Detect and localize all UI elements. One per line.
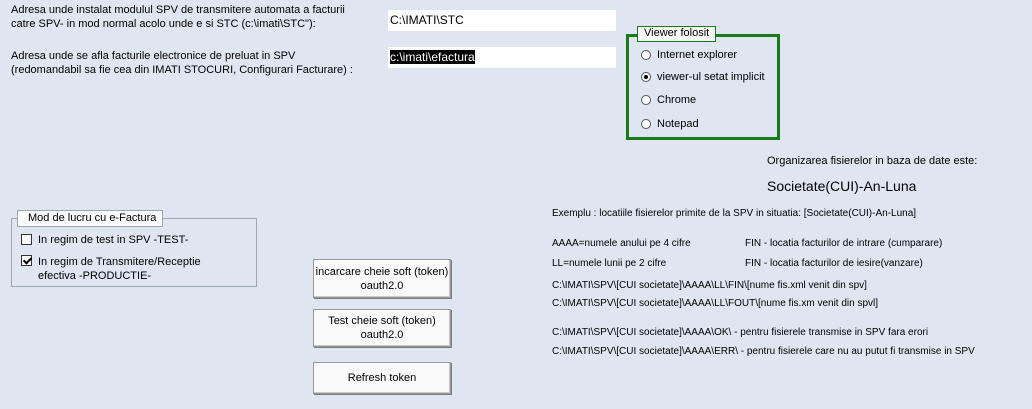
viewer-option-internet-explorer[interactable]: Internet explorer: [641, 47, 737, 63]
legend-aaaa: AAAA=numele anului pe 4 cifre: [552, 238, 691, 249]
invoices-path-input[interactable]: c:\imati\efactura: [388, 47, 616, 68]
path-fout: C:\IMATI\SPV\[CUI societate]\AAAA\LL\FOU…: [552, 298, 879, 309]
stc-path-label: Adresa unde instalat modulul SPV de tran…: [11, 4, 345, 30]
example-text: Exemplu : locatiile fisierelor primite d…: [552, 208, 917, 219]
viewer-option-label: viewer-ul setat implicit: [657, 71, 765, 83]
viewer-group-title: Viewer folosit: [637, 26, 717, 42]
radio-icon: [641, 119, 651, 129]
test-token-button-label: Test cheie soft (token) oauth2.0: [328, 315, 436, 341]
radio-selected-icon: [641, 72, 651, 82]
load-token-button[interactable]: incarcare cheie soft (token) oauth2.0: [313, 259, 451, 298]
path-fin: C:\IMATI\SPV\[CUI societate]\AAAA\LL\FIN…: [552, 280, 867, 291]
viewer-option-label: Chrome: [657, 94, 697, 106]
legend-fout: FIN - locatia facturilor de iesire(vanza…: [745, 258, 923, 269]
invoices-path-label: Adresa unde se afla facturile electronic…: [11, 50, 353, 76]
checkbox-checked-icon: [21, 255, 32, 266]
checkbox-icon: [21, 234, 32, 245]
production-mode-label: In regim de Transmitere/Receptie efectiv…: [38, 256, 201, 282]
legend-ll: LL=numele lunii pe 2 cifre: [552, 258, 667, 269]
path-err: C:\IMATI\SPV\[CUI societate]\AAAA\ERR\ -…: [552, 346, 975, 357]
refresh-token-button[interactable]: Refresh token: [313, 362, 451, 394]
radio-icon: [641, 95, 651, 105]
viewer-option-label: Internet explorer: [657, 49, 738, 61]
radio-icon: [641, 50, 651, 60]
stc-path-input[interactable]: C:\IMATI\STC: [388, 10, 616, 31]
invoices-path-value: c:\imati\efactura: [390, 50, 475, 64]
load-token-button-label: incarcare cheie soft (token) oauth2.0: [315, 265, 449, 292]
viewer-option-notepad[interactable]: Notepad: [641, 116, 699, 132]
test-mode-checkbox[interactable]: [21, 234, 32, 248]
viewer-option-label: Notepad: [657, 118, 699, 130]
org-heading: Organizarea fisierelor in baza de date e…: [767, 155, 978, 167]
stc-path-value: C:\IMATI\STC: [390, 13, 464, 27]
path-ok: C:\IMATI\SPV\[CUI societate]\AAAA\OK\ - …: [552, 327, 929, 338]
viewer-option-chrome[interactable]: Chrome: [641, 92, 696, 108]
refresh-token-button-label: Refresh token: [347, 372, 417, 384]
test-mode-label: In regim de test in SPV -TEST-: [38, 234, 189, 246]
legend-fin: FIN - locatia facturilor de intrare (cum…: [745, 238, 943, 249]
mode-group-title: Mod de lucru cu e-Factura: [17, 210, 164, 227]
viewer-option-default[interactable]: viewer-ul setat implicit: [641, 69, 765, 85]
test-token-button[interactable]: Test cheie soft (token) oauth2.0: [313, 309, 451, 347]
org-format: Societate(CUI)-An-Luna: [767, 178, 917, 194]
production-mode-checkbox[interactable]: [21, 255, 32, 269]
